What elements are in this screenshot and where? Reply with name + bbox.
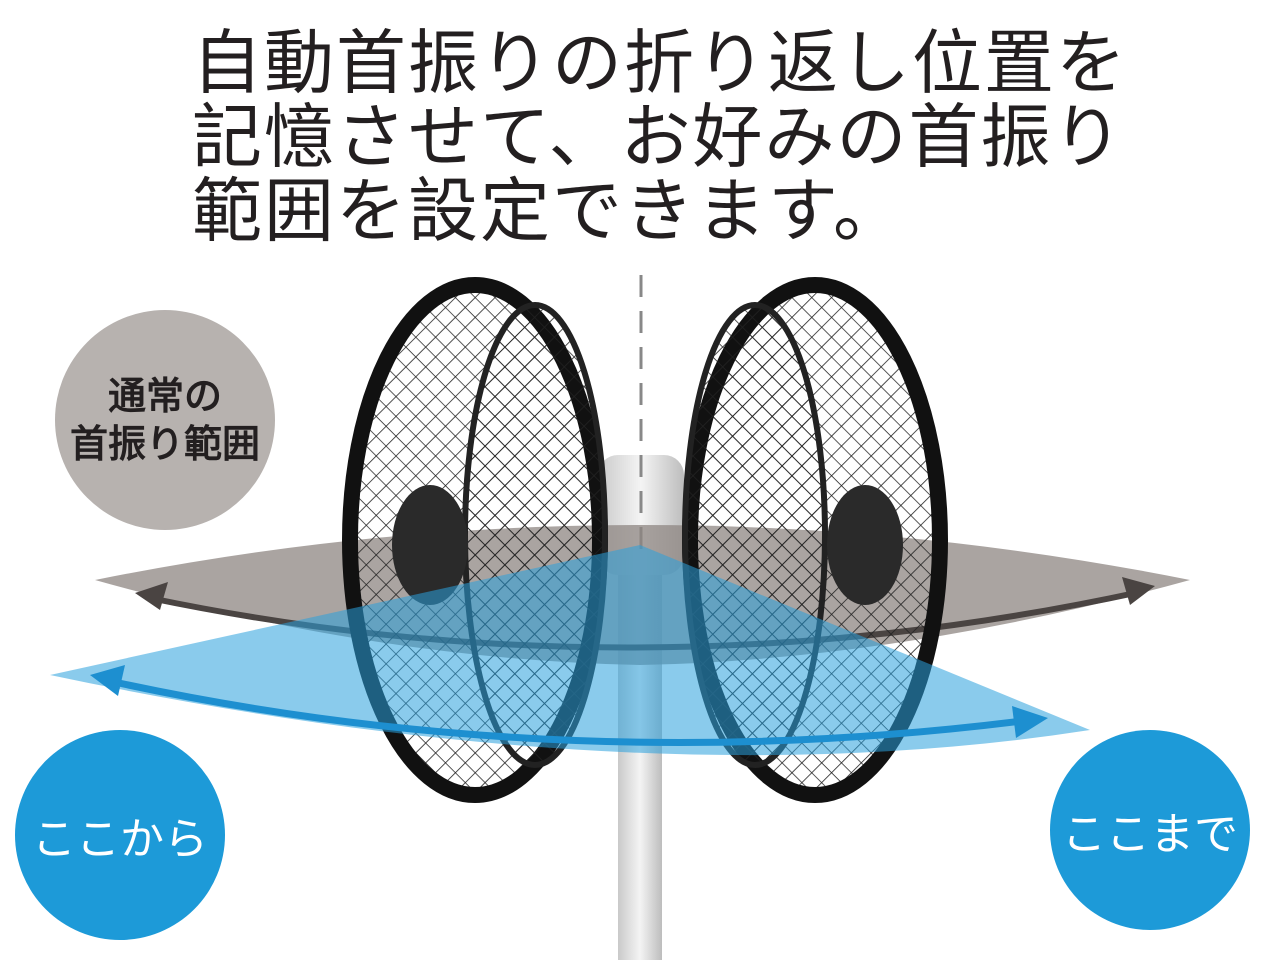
start-label-circle: ここから: [15, 730, 225, 940]
normal-range-label-line2: 首振り範囲: [69, 422, 260, 466]
normal-range-label-circle: 通常の 首振り範囲: [55, 310, 275, 530]
custom-range-band: [50, 545, 1090, 756]
headline: 自動首振りの折り返し位置を 記憶させて、お好みの首振り 範囲を設定できます。: [192, 26, 1128, 248]
normal-range-label-line1: 通常の: [107, 374, 222, 418]
arrow-head-left: [135, 582, 168, 610]
arrow-head-right: [1122, 577, 1155, 605]
headline-line: 記憶させて、お好みの首振り: [192, 96, 1125, 178]
custom-range-arrow: [104, 676, 1031, 746]
headline-line: 範囲を設定できます。: [192, 170, 905, 252]
arrow-head-left: [90, 665, 125, 696]
arrow-head-right: [1012, 706, 1048, 738]
end-label-circle: ここまで: [1050, 730, 1250, 930]
start-label: ここから: [32, 814, 208, 865]
end-label: ここまで: [1062, 809, 1238, 860]
headline-line: 自動首振りの折り返し位置を: [192, 22, 1128, 104]
